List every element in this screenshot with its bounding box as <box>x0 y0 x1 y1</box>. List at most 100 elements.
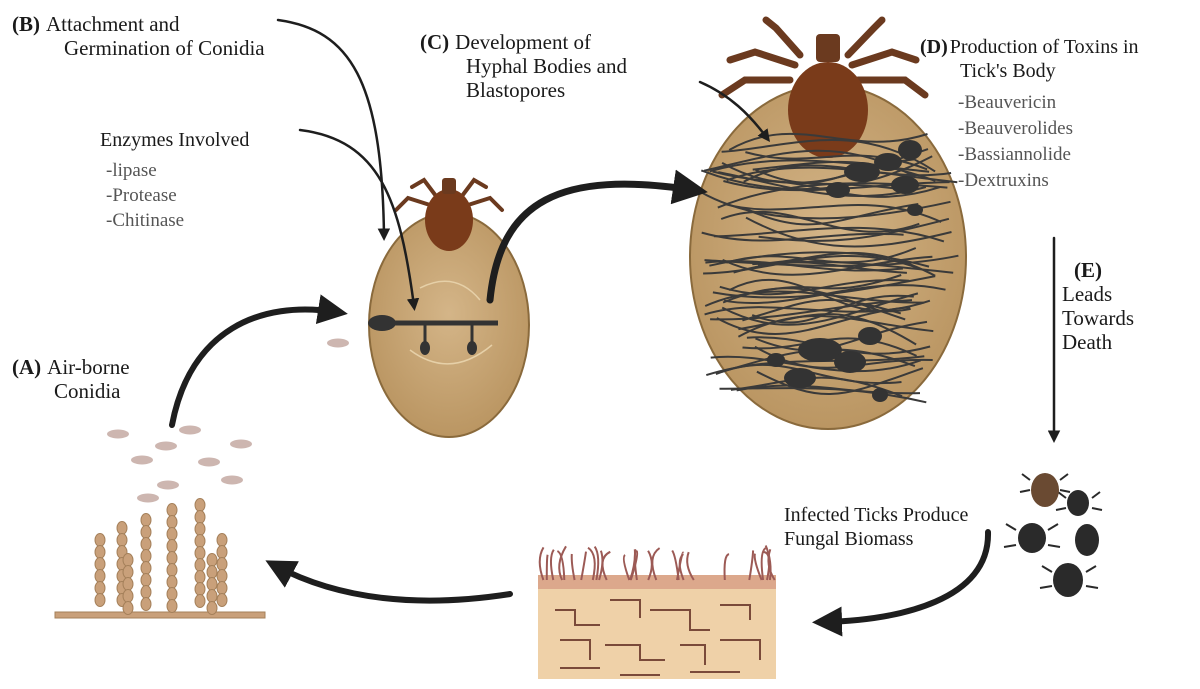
conidiophore-cell <box>206 577 218 591</box>
stage-b-line-1: Attachment and <box>46 12 180 36</box>
conidiophore-cell <box>194 510 206 524</box>
conidiophore-cell <box>122 553 134 567</box>
toxin-item: -Beauverolides <box>958 118 1074 139</box>
conidiophore-cell <box>166 563 178 577</box>
hypha-strand <box>754 274 902 294</box>
hypha-strand <box>743 164 952 183</box>
conidiophore-cell <box>94 581 106 595</box>
hypha-strand <box>712 275 936 299</box>
biomass-line-1: Infected Ticks Produce <box>784 504 969 526</box>
biomass-line-2: Fungal Biomass <box>784 528 914 550</box>
hypha-strand <box>756 367 924 396</box>
conidiophore-cell <box>194 594 206 608</box>
conidiophore-cell <box>194 558 206 572</box>
stage-e-line-3: Death <box>1062 330 1113 354</box>
conidiophore-cell <box>216 581 228 595</box>
enzyme-list: -lipase -Protease -Chitinase <box>106 158 184 233</box>
surface-hypha <box>651 547 661 581</box>
conidiophore-cell <box>140 573 152 587</box>
stage-c-line-1: Development of <box>455 30 592 54</box>
small-tick <box>368 177 530 438</box>
hypha-strand <box>736 384 921 395</box>
flow-arrows <box>169 18 1061 637</box>
surface-hypha <box>558 545 567 581</box>
stage-a-tag: (A) <box>12 355 42 379</box>
surface-hypha <box>570 553 576 581</box>
surface-hypha <box>764 545 772 581</box>
conidiophore-cell <box>194 570 206 584</box>
surface-hypha <box>748 550 755 581</box>
conidiophore-cell <box>94 545 106 559</box>
hypha-strand <box>710 355 922 373</box>
conidiophore-cell <box>140 549 152 563</box>
surface-hypha <box>622 554 631 581</box>
conidiophore-cell <box>206 601 218 615</box>
stage-a-line-1: Air-borne <box>47 355 130 379</box>
conidiophore-cell <box>216 545 228 559</box>
conidiophore-cell <box>94 593 106 607</box>
mycelium-base <box>54 611 266 619</box>
conidiophore-cell <box>116 533 128 547</box>
toxin-item: -Dextruxins <box>958 170 1049 191</box>
hypha-strand <box>757 260 954 274</box>
surface-hypha <box>767 548 776 581</box>
conidiophore-cell <box>122 589 134 603</box>
conidia-cloud <box>107 425 252 503</box>
conidiophore-cell <box>166 599 178 613</box>
conidiophore-cell <box>194 582 206 596</box>
stage-c-label: (C)Development of Hyphal Bodies and Blas… <box>420 30 627 102</box>
biomass-label: Infected Ticks Produce Fungal Biomass <box>784 503 968 551</box>
surface-hypha <box>580 551 587 581</box>
surface-hypha <box>601 550 611 581</box>
stage-c-line-2: Hyphal Bodies and <box>466 54 627 78</box>
hypha-strand <box>722 287 906 321</box>
fungal-biomass <box>538 545 776 679</box>
conidiophore-cell <box>140 585 152 599</box>
enzyme-item: -lipase <box>106 160 157 181</box>
stage-d-tag: (D) <box>920 36 948 58</box>
conidiophore-cell <box>216 557 228 571</box>
toxin-list: -Beauvericin -Beauverolides -Bassiannoli… <box>958 90 1073 194</box>
stage-a-line-2: Conidia <box>54 379 121 403</box>
conidiophore-cell <box>122 577 134 591</box>
surface-hypha <box>723 553 730 581</box>
surface-hypha <box>593 546 600 581</box>
enzymes-title: Enzymes Involved <box>100 129 250 151</box>
stage-c-line-3: Blastopores <box>466 78 566 102</box>
toxin-item: -Bassiannolide <box>958 144 1071 165</box>
stage-e-line-1: Leads <box>1062 282 1113 306</box>
stage-c-tag: (C) <box>420 30 450 54</box>
surface-hypha <box>538 546 545 581</box>
conidiophore-cell <box>140 513 152 527</box>
surface-hypha <box>545 554 549 581</box>
conidiophore-cell <box>206 589 218 603</box>
conidiophore-cell <box>216 593 228 607</box>
surface-hypha <box>760 547 767 581</box>
enzyme-item: -Chitinase <box>106 210 185 231</box>
hypha-strand <box>728 132 928 151</box>
conidiophore-cell <box>166 587 178 601</box>
hypha-strand <box>713 226 945 243</box>
hypha-strand <box>710 299 913 321</box>
conidiophore-cell <box>216 533 228 547</box>
stage-b-tag: (B) <box>12 12 40 36</box>
hypha-strand <box>720 210 920 233</box>
hypha-strand <box>709 251 930 268</box>
conidiophores <box>54 498 266 619</box>
hypha-strand <box>701 231 904 242</box>
surface-hypha <box>676 551 685 581</box>
hypha-strand <box>709 159 930 173</box>
conidiophore-cell <box>216 569 228 583</box>
stage-d-label: (D)Production of Toxins in Tick's Body <box>920 35 1139 83</box>
dead-ticks <box>1003 473 1103 597</box>
enzyme-item: -Protease <box>106 185 177 206</box>
conidiophore-cell <box>116 521 128 535</box>
surface-hypha <box>549 549 555 581</box>
stage-a-label: (A)Air-borne Conidia <box>12 355 130 403</box>
hypha-strand <box>742 298 902 322</box>
conidiophore-cell <box>140 537 152 551</box>
stage-e-line-2: Towards <box>1062 306 1135 330</box>
hypha-strand <box>737 314 934 338</box>
stage-e-label: (E) Leads Towards Death <box>1062 258 1134 354</box>
